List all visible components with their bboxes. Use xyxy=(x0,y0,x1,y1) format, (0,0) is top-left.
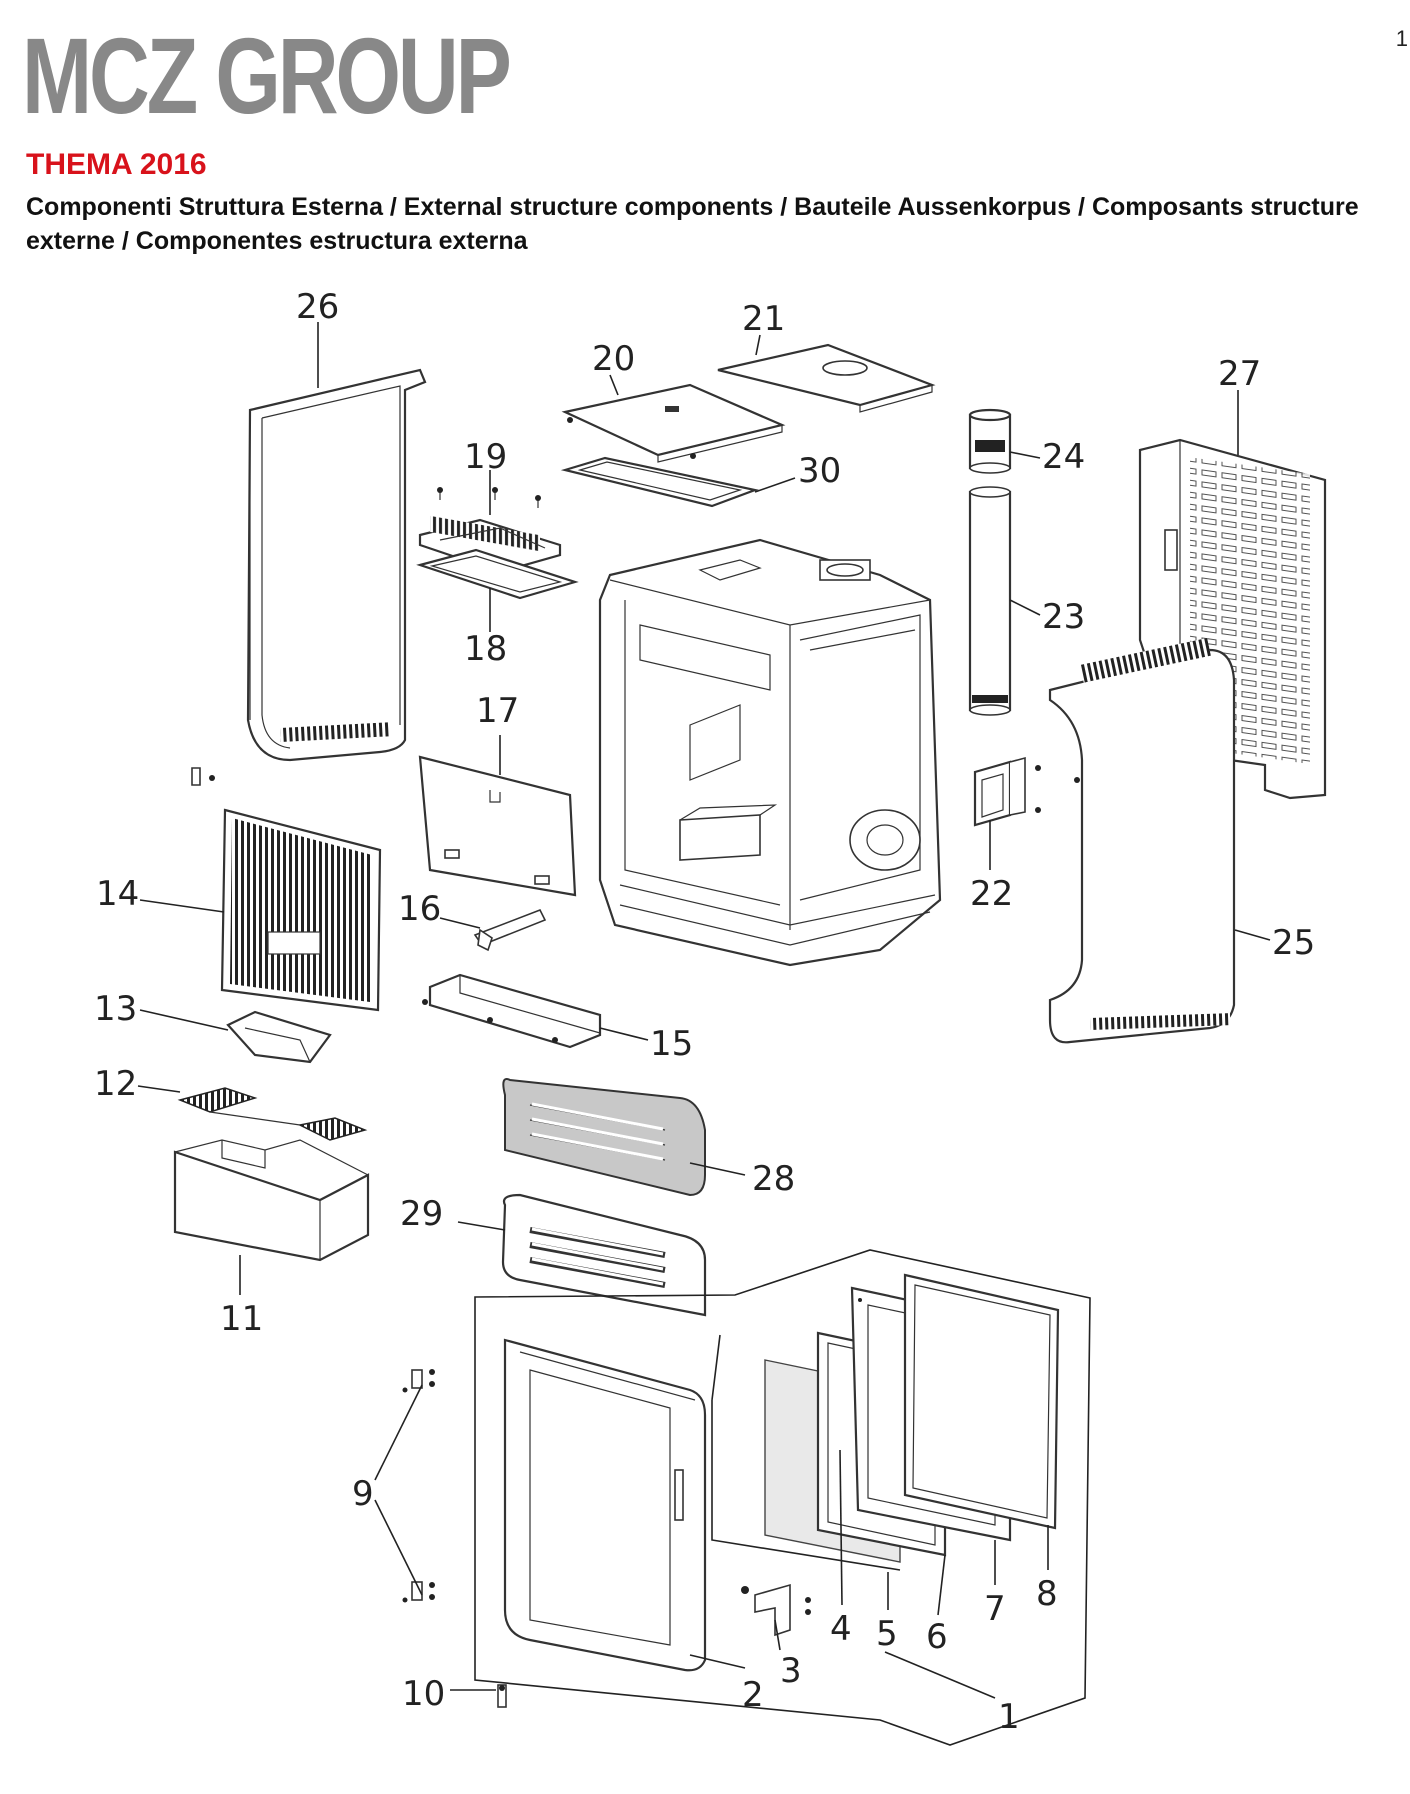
brand-logo: MCZ GROUP xyxy=(22,15,512,136)
part-19-grid xyxy=(418,487,562,574)
label-15: 15 xyxy=(650,1024,693,1064)
label-4: 4 xyxy=(830,1609,852,1649)
part-5-glass-frame xyxy=(711,1334,901,1571)
part-25-right-side-panel xyxy=(1048,637,1236,1044)
part-1-door-assembly xyxy=(474,1249,1091,1746)
label-24: 24 xyxy=(1042,437,1085,477)
label-29: 29 xyxy=(400,1194,443,1234)
part-24-flue-collar xyxy=(968,408,1012,474)
label-9: 9 xyxy=(352,1474,374,1514)
part-9-hinges xyxy=(402,1369,435,1603)
label-8: 8 xyxy=(1036,1574,1058,1614)
label-22: 22 xyxy=(970,874,1013,914)
label-20: 20 xyxy=(592,339,635,379)
label-23: 23 xyxy=(1042,597,1085,637)
label-13: 13 xyxy=(94,989,137,1029)
part-labels: 26 21 20 27 24 30 19 23 18 17 14 16 22 2… xyxy=(94,287,1315,1737)
label-27: 27 xyxy=(1218,354,1261,394)
label-10: 10 xyxy=(402,1674,445,1714)
diagram-subtitle: Componenti Struttura Esterna / External … xyxy=(26,193,1359,255)
part-26-left-side-panel xyxy=(246,368,427,762)
label-7: 7 xyxy=(984,1589,1006,1629)
label-1: 1 xyxy=(998,1697,1020,1737)
label-16: 16 xyxy=(398,889,441,929)
label-19: 19 xyxy=(464,437,507,477)
part-18-gasket xyxy=(416,548,579,600)
part-11-ash-drawer xyxy=(173,1139,370,1262)
label-6: 6 xyxy=(926,1617,948,1657)
part-13-ash-tray xyxy=(226,1010,332,1064)
part-17-inner-panel xyxy=(418,755,577,897)
part-14-front-grille xyxy=(191,767,382,1012)
label-28: 28 xyxy=(752,1159,795,1199)
label-26: 26 xyxy=(296,287,339,327)
label-2: 2 xyxy=(742,1675,764,1715)
corner-mark: 1 xyxy=(1395,26,1408,51)
part-23-flue-pipe xyxy=(968,486,1012,716)
label-11: 11 xyxy=(220,1299,263,1339)
label-17: 17 xyxy=(476,691,519,731)
part-3-latch xyxy=(741,1583,811,1637)
main-body-frame xyxy=(598,538,942,967)
part-12-grids xyxy=(177,1087,368,1141)
part-22-handle xyxy=(973,756,1041,827)
part-2-door xyxy=(503,1338,707,1672)
part-16-rod xyxy=(473,908,547,952)
model-title: THEMA 2016 xyxy=(26,148,207,181)
part-30-gasket xyxy=(560,456,759,508)
label-12: 12 xyxy=(94,1064,137,1104)
label-30: 30 xyxy=(798,451,841,491)
part-20-top-lid xyxy=(561,383,786,463)
label-5: 5 xyxy=(876,1614,898,1654)
leader-lines xyxy=(137,322,1271,1699)
label-3: 3 xyxy=(780,1651,802,1691)
label-14: 14 xyxy=(96,874,139,914)
part-29-lower-grille xyxy=(501,1193,707,1317)
part-21-top-plate xyxy=(717,343,936,413)
part-10-pin xyxy=(497,1684,507,1708)
label-21: 21 xyxy=(742,299,785,339)
label-25: 25 xyxy=(1272,923,1315,963)
part-8-frame-gasket xyxy=(903,1273,1060,1530)
part-15-plate xyxy=(422,973,602,1049)
part-28-top-grille xyxy=(502,1078,706,1197)
label-18: 18 xyxy=(464,629,507,669)
